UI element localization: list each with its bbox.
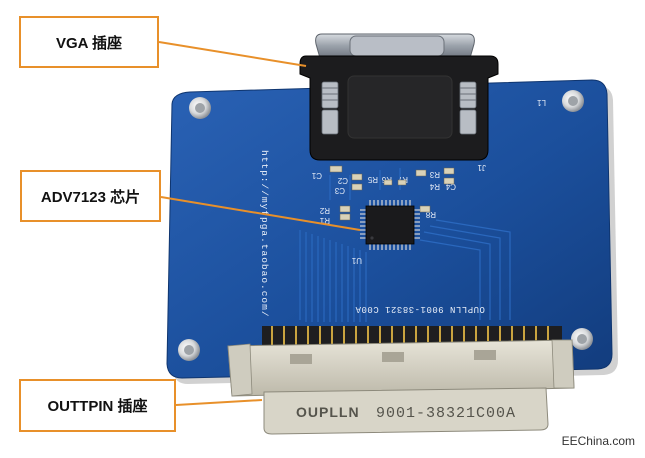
ref-r5: R5 — [367, 175, 378, 184]
callout-vga-socket: VGA 插座 — [19, 16, 159, 68]
callout-adv-text: ADV7123 芯片 — [40, 188, 141, 206]
connector-brand-print: OUPLLN — [296, 404, 360, 420]
mounting-holes — [178, 90, 593, 361]
silkscreen-url: http://myfpga.taobao.com/ — [259, 150, 270, 318]
outpin-connector: OUPLLN 9001-38321C00A — [227, 326, 575, 435]
callout-adv7123-chip: ADV7123 芯片 — [20, 170, 161, 222]
vga-connector — [299, 33, 499, 161]
ref-j1: J1 — [477, 163, 486, 172]
ref-r1: R1 — [319, 216, 330, 225]
ref-r8: R8 — [425, 210, 436, 219]
ref-r7: R7 — [397, 175, 408, 184]
ref-r4: R4 — [429, 182, 440, 191]
ref-l1: L1 — [537, 98, 546, 107]
ref-r3: R3 — [429, 170, 440, 179]
silkscreen-model: OUPLLN 9001-38321 C00A — [355, 304, 485, 314]
connector-model-print: 9001-38321C00A — [376, 405, 516, 422]
callout-vga-text: VGA 插座 — [55, 34, 123, 52]
smd-components — [329, 165, 455, 221]
ref-c3: C3 — [334, 186, 345, 195]
leader-lines — [158, 41, 361, 406]
pcb-traces — [299, 168, 511, 322]
callout-outpin-text: OUTTPIN 插座 — [47, 398, 148, 415]
ref-c2: C2 — [337, 176, 348, 185]
ref-c4: C4 — [445, 182, 456, 191]
ref-c1: C1 — [311, 171, 322, 180]
ref-u1: U1 — [351, 256, 362, 265]
watermark: EEChina.com — [561, 434, 635, 448]
ref-r6: R6 — [381, 175, 392, 184]
adv7123-chip — [360, 200, 420, 250]
ref-r2: R2 — [319, 206, 330, 215]
callout-outpin-socket: OUTTPIN 插座 — [19, 379, 176, 432]
